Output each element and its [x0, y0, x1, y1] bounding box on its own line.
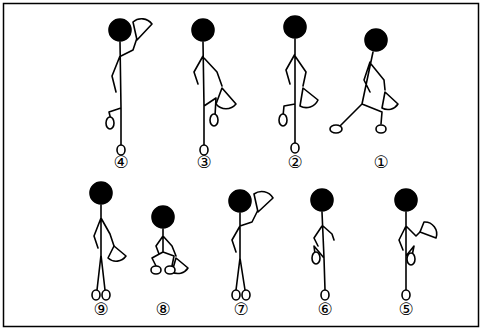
stick-figure [106, 19, 152, 155]
callout-number: ⑤ [398, 301, 413, 318]
stick-figure [311, 189, 334, 300]
callout-number: ③ [196, 154, 211, 171]
callout-number: ① [373, 154, 388, 171]
stick-figure [279, 16, 318, 153]
stick-figure [395, 189, 437, 300]
callout-number: ⑧ [155, 301, 170, 318]
frame [4, 4, 479, 327]
stick-figure [151, 206, 188, 274]
callout-number: ② [287, 154, 302, 171]
callout-number: ⑥ [317, 301, 332, 318]
stick-figure [330, 29, 398, 133]
callout-number: ⑦ [233, 301, 248, 318]
stick-figure [90, 182, 126, 300]
stick-figure [229, 190, 273, 300]
stick-figure [192, 19, 236, 155]
callout-number: ⑨ [93, 301, 108, 318]
callout-number: ④ [113, 154, 128, 171]
